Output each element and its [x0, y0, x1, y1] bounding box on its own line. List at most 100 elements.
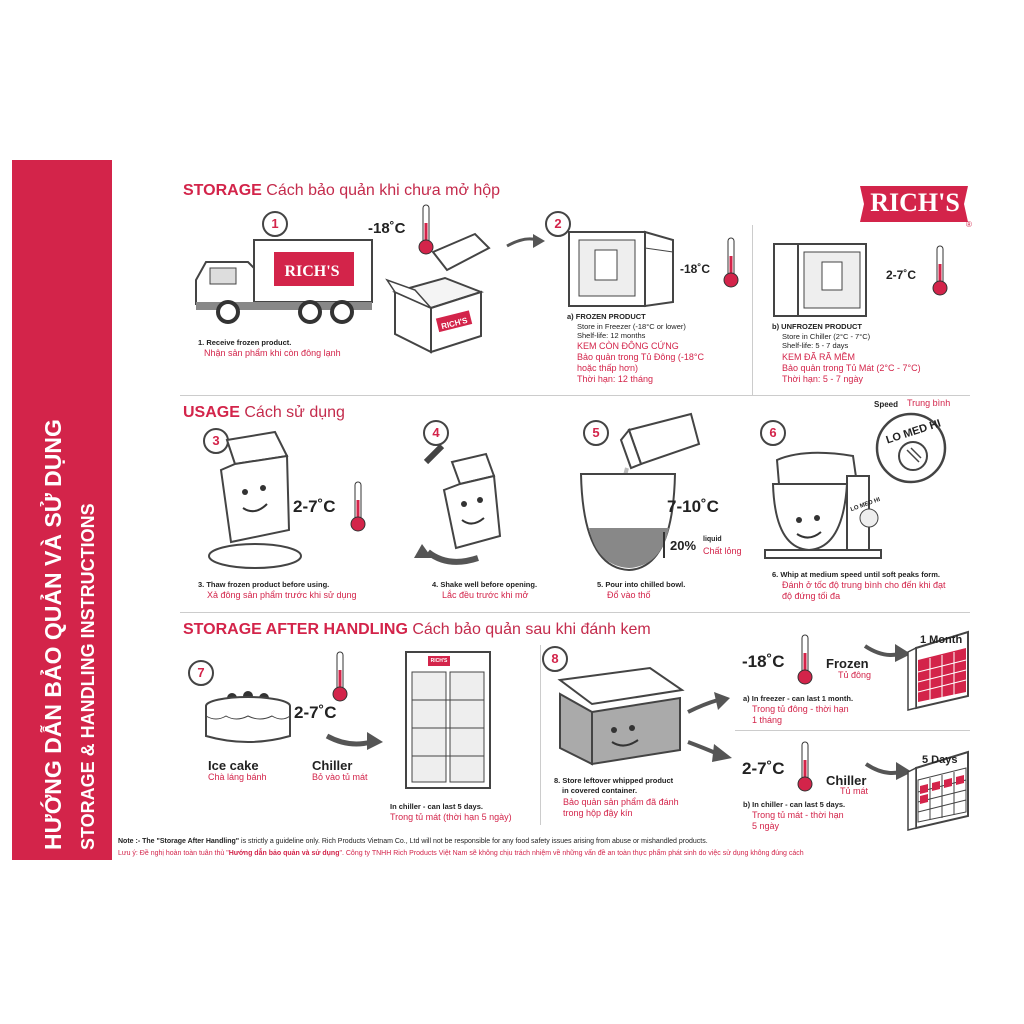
liquid-label-vn: Chất lỏng	[703, 546, 742, 556]
logo-reg: ®	[966, 220, 972, 229]
arrow-icon	[686, 690, 732, 721]
chiller-label-vn: Tủ mát	[840, 786, 869, 796]
caption-line: độ đứng tối đa	[782, 591, 841, 601]
chiller-label: Chiller	[826, 773, 867, 788]
section-title-usage: USAGE Cách sử dụng	[183, 404, 345, 422]
step-6-caption-en: 6. Whip at medium speed until soft peaks…	[772, 570, 940, 579]
caption-line: Bảo quản sản phẩm đã đánh	[563, 797, 679, 807]
calendar-icon: 5 Days	[906, 748, 972, 835]
cake-illustration	[202, 688, 297, 755]
caption-line: 1 tháng	[752, 715, 783, 725]
caption-line: 5 ngày	[752, 821, 780, 831]
temperature-label: 2-7˚C	[294, 703, 337, 722]
section-after-vn: Cách bảo quản sau khi đánh kem	[412, 621, 651, 638]
calendar-icon: 1 Month	[906, 628, 972, 715]
thawing-carton-illustration	[205, 430, 305, 585]
step-8b-caption-en: b) In chiller - can last 5 days.	[743, 800, 846, 809]
caption-line: Đánh ở tốc độ trung bình cho đến khi đạt	[782, 580, 946, 590]
step-1-caption-en: 1. Receive frozen product.	[198, 338, 292, 347]
calendar-label: 5 Days	[922, 754, 958, 766]
thermometer-icon	[418, 204, 434, 260]
step-number: 8	[542, 646, 568, 672]
section-after-en: STORAGE AFTER HANDLING	[183, 621, 408, 638]
caption-line: trong hộp đậy kín	[563, 808, 633, 818]
sidebar-banner: HƯỚNG DẪN BẢO QUẢN VÀ SỬ DỤNG STORAGE & …	[12, 160, 112, 860]
footer-note-en: Note :- The "Storage After Handling" is …	[118, 838, 708, 845]
thermometer-icon	[797, 634, 813, 690]
section-title-after-handling: STORAGE AFTER HANDLING Cách bảo quản sau…	[183, 621, 651, 639]
section-storage-en: STORAGE	[183, 182, 262, 199]
container-illustration	[552, 660, 687, 775]
caption-line: Shelf-life: 12 months	[577, 331, 646, 340]
caption-line: Trong tủ mát - thời hạn	[752, 810, 844, 820]
thermometer-icon	[332, 651, 348, 707]
arrow-icon	[863, 640, 913, 669]
display-fridge-illustration: RICH'S	[402, 648, 494, 798]
richs-logo: RICH'S ®	[858, 182, 972, 229]
caption-line: KEM ĐÃ RÃ MỀM	[782, 352, 856, 362]
chiller-illustration	[770, 240, 875, 325]
temperature-label: -18˚C	[680, 262, 711, 276]
caption-line: Thời hạn: 12 tháng	[577, 374, 653, 384]
shake-carton-illustration	[408, 440, 533, 580]
step-number: 7	[188, 660, 214, 686]
step-2b-caption-en: b) UNFROZEN PRODUCT Store in Chiller (2°…	[772, 322, 870, 351]
frozen-label: Frozen	[826, 656, 869, 671]
step-4-caption-vn: Lắc đều trước khi mở	[442, 590, 529, 600]
truck-illustration: RICH'S	[192, 232, 382, 332]
note-text: is strictly a guideline only. Rich Produ…	[239, 838, 708, 845]
thermometer-icon	[797, 741, 813, 797]
note-text: Lưu ý: Đề nghị hoàn toàn tuân thủ "	[118, 850, 229, 857]
step-5-caption-en: 5. Pour into chilled bowl.	[597, 580, 686, 589]
caption-line: Bảo quản trong Tủ Đông (-18°C	[577, 352, 705, 362]
step-2b-caption-vn: KEM ĐÃ RÃ MỀM Bảo quản trong Tủ Mát (2°C…	[782, 352, 921, 385]
divider	[180, 612, 970, 613]
speed-label-vn: Trung bình	[907, 398, 951, 408]
level-bracket	[663, 532, 665, 558]
step-7-caption-vn: Trong tủ mát (thời hạn 5 ngày)	[390, 812, 512, 822]
logo-text: RICH'S	[870, 188, 960, 217]
step-number: 1	[262, 211, 288, 237]
caption-line: Store in Freezer (-18°C or lower)	[577, 321, 686, 331]
step-number: 2	[545, 211, 571, 237]
caption-line: Bảo quản trong Tủ Mát (2°C - 7°C)	[782, 363, 921, 373]
step-4-caption-en: 4. Shake well before opening.	[432, 580, 538, 589]
fridge-logo: RICH'S	[430, 658, 448, 664]
step-2a-caption-vn: KEM CÒN ĐÔNG CỨNG Bảo quản trong Tủ Đông…	[577, 341, 704, 385]
step-1-caption-vn: Nhận sản phẩm khi còn đông lạnh	[204, 348, 341, 358]
section-title-storage: STORAGE Cách bảo quản khi chưa mở hộp	[183, 182, 500, 200]
caption-line: 8. Store leftover whipped product	[554, 776, 674, 785]
note-emphasis: Hướng dẫn bảo quản và sử dụng	[228, 850, 340, 857]
liquid-label-en: liquid	[703, 536, 722, 543]
mixer-illustration	[764, 440, 885, 570]
divider	[735, 730, 970, 731]
step-3-caption-en: 3. Thaw frozen product before using.	[198, 580, 330, 589]
arrow-icon	[505, 232, 547, 257]
arrow-icon	[686, 738, 734, 769]
temperature-label: -18˚C	[742, 652, 785, 671]
note-text: ". Công ty TNHH Rich Products Việt Nam s…	[339, 850, 804, 857]
arrow-icon	[325, 728, 385, 757]
caption-line: hoặc thấp hơn)	[577, 363, 638, 373]
step-2a-caption-en: a) FROZEN PRODUCT Store in Freezer (-18°…	[567, 312, 686, 341]
ice-cake-label-vn: Chà láng bánh	[208, 772, 267, 782]
calendar-label: 1 Month	[920, 634, 963, 646]
note-text: Note :- The	[118, 838, 157, 845]
caption-line: Shelf-life: 5 - 7 days	[782, 341, 849, 350]
svg-text:RICH'S: RICH'S	[284, 263, 339, 280]
percent-label: 20%	[670, 538, 697, 553]
chiller-label-vn: Bỏ vào tủ mát	[312, 772, 368, 782]
thermometer-icon	[932, 245, 948, 301]
temperature-label: -18˚C	[368, 220, 406, 237]
temperature-label: 2-7˚C	[293, 497, 336, 516]
step-8a-caption-en: a) In freezer - can last 1 month.	[743, 694, 854, 703]
speed-label-en: Speed	[874, 400, 899, 409]
sidebar-title-vn: HƯỚNG DẪN BẢO QUẢN VÀ SỬ DỤNG	[40, 419, 66, 850]
note-emphasis: "Storage After Handling"	[156, 838, 240, 845]
step-number: 5	[583, 420, 609, 446]
step-6-caption-vn: Đánh ở tốc độ trung bình cho đến khi đạt…	[782, 580, 946, 602]
divider	[752, 225, 753, 395]
thermometer-icon	[723, 237, 739, 293]
sidebar-title-en: STORAGE & HANDLING INSTRUCTIONS	[78, 503, 98, 850]
freezer-illustration	[565, 228, 680, 318]
